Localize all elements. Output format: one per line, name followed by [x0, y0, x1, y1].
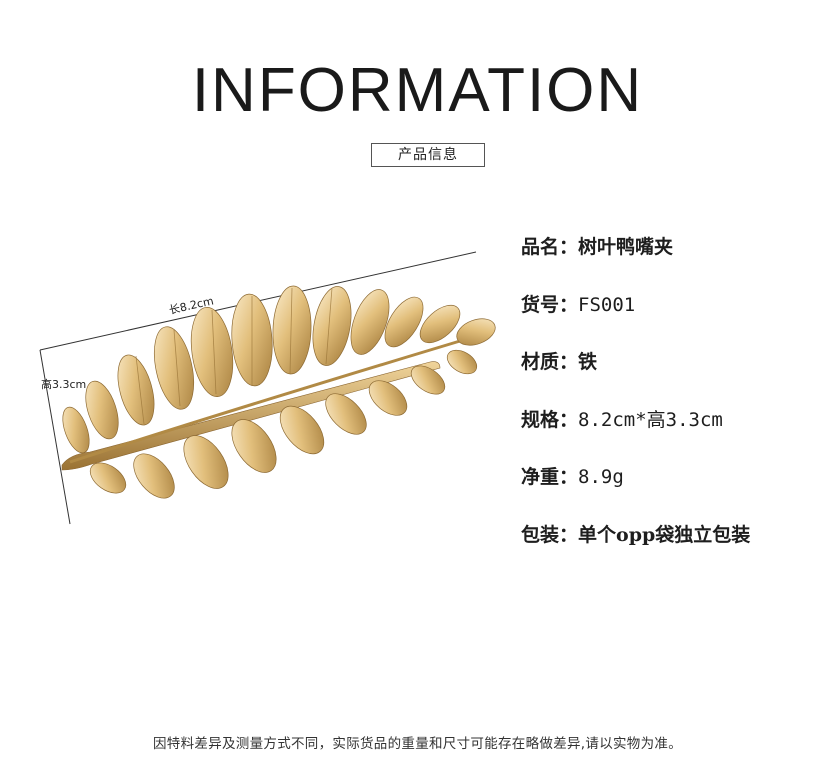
leaf-stem — [69, 330, 491, 464]
spec-value: 单个opp袋独立包装 — [578, 523, 751, 546]
spec-label: 品名： — [521, 236, 579, 258]
height-label: 高3.3cm — [41, 377, 86, 391]
clip-bar — [61, 361, 441, 471]
upper-leaves — [62, 285, 496, 454]
spec-value: 8.2cm*高3.3cm — [578, 408, 723, 431]
product-diagram: 长8.2cm 高3.3cm — [39, 251, 496, 525]
lower-leaves — [89, 349, 478, 499]
spec-row-name: 品名：树叶鸭嘴夹 — [521, 232, 821, 290]
spec-label: 包装： — [521, 523, 579, 546]
spec-value: 树叶鸭嘴夹 — [578, 236, 674, 258]
section-subtitle: 产品信息 — [371, 143, 485, 167]
height-dimension-line — [39, 349, 71, 525]
spec-value: FS001 — [578, 293, 636, 316]
leaf-veins — [135, 287, 333, 425]
spec-label: 材质： — [521, 351, 579, 373]
page-title: INFORMATION — [191, 56, 644, 125]
spec-row-item-no: 货号：FS001 — [521, 290, 821, 348]
product-image-area: 长8.2cm 高3.3cm — [30, 240, 510, 530]
spec-row-material: 材质：铁 — [521, 347, 821, 405]
spec-label: 净重： — [521, 466, 579, 488]
spec-row-size: 规格：8.2cm*高3.3cm — [521, 405, 821, 463]
footer-note: 因特料差异及测量方式不同，实际货品的重量和尺寸可能存在略做差异,请以实物为准。 — [153, 736, 682, 752]
spec-row-packaging: 包装：单个opp袋独立包装 — [521, 520, 821, 578]
spec-row-weight: 净重：8.9g — [521, 462, 821, 520]
spec-list: 品名：树叶鸭嘴夹 货号：FS001 材质：铁 规格：8.2cm*高3.3cm 净… — [521, 232, 821, 577]
spec-value: 8.9g — [578, 466, 624, 488]
spec-value: 铁 — [578, 351, 598, 373]
spec-label: 货号： — [521, 293, 579, 316]
spec-label: 规格： — [521, 408, 579, 431]
